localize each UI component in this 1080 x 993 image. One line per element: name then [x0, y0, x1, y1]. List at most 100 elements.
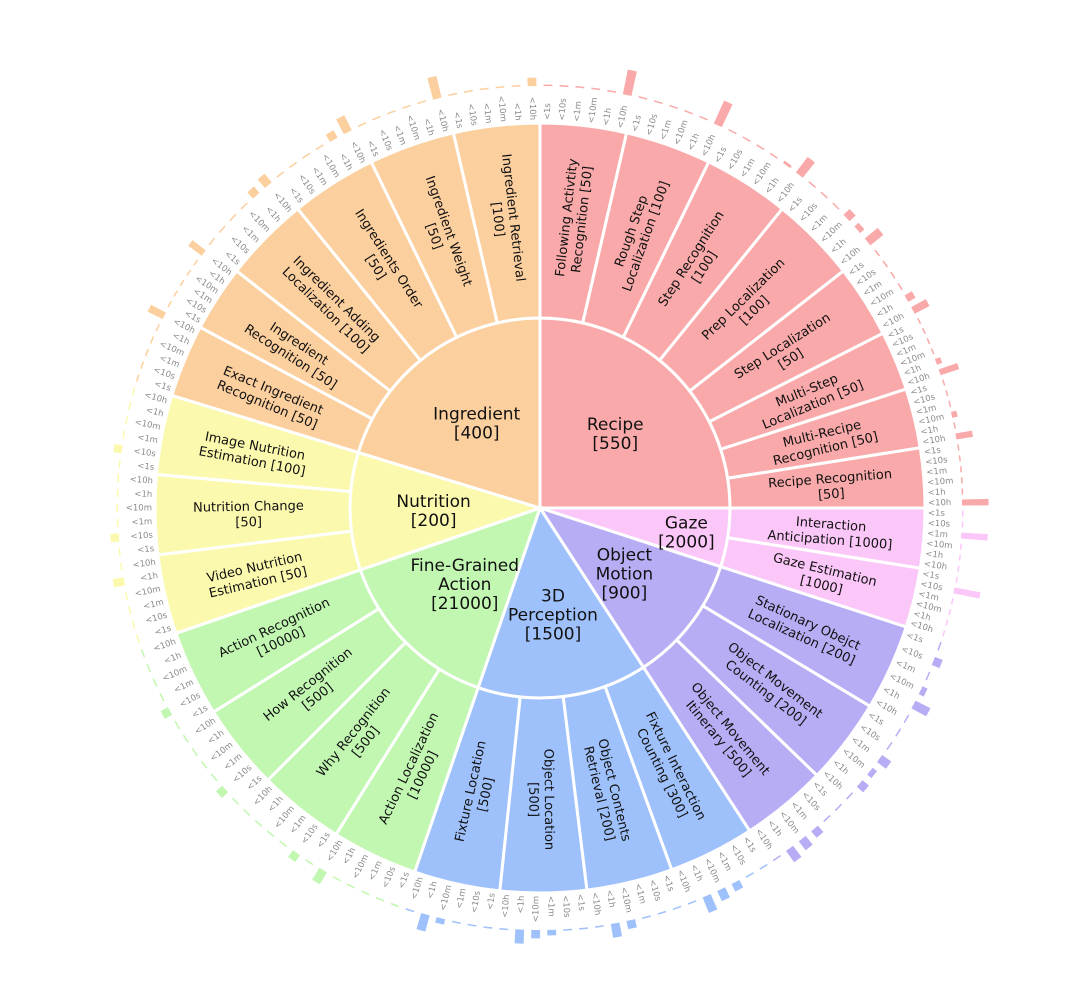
duration-bar: [386, 110, 396, 115]
duration-bar: [942, 379, 946, 386]
tick-label: <1s: [137, 461, 155, 473]
duration-bar: [687, 900, 697, 905]
duration-bars: [110, 69, 989, 944]
tick-label: <10m: [618, 886, 633, 914]
duration-bar: [876, 754, 892, 769]
duration-bar: [240, 202, 248, 210]
duration-bar: [798, 835, 813, 851]
duration-bar: [289, 161, 298, 169]
duration-bar: [772, 855, 781, 862]
duration-bar: [483, 926, 493, 929]
duration-bar: [511, 84, 521, 87]
duration-bar: [193, 259, 199, 266]
duration-bar: [116, 503, 119, 513]
tick-label: <10s: [560, 895, 571, 919]
duration-bar: [699, 115, 708, 121]
duration-bar: [390, 902, 400, 908]
tick-label: <1s: [575, 893, 587, 911]
tick-label: <1s: [137, 544, 155, 556]
tick-label: <10m: [134, 417, 162, 432]
duration-bar: [405, 908, 415, 913]
tick-label: <1s: [486, 892, 498, 911]
duration-bar: [346, 883, 356, 889]
task-slice-ingredient-retrieval[interactable]: [451, 121, 542, 325]
duration-bar: [874, 249, 881, 257]
duration-bar: [215, 785, 229, 798]
tick-label: <1m: [131, 517, 152, 528]
duration-bar: [174, 721, 181, 730]
duration-bar: [131, 620, 136, 629]
duration-bar: [820, 191, 828, 199]
duration-bar: [834, 803, 843, 811]
duration-bar: [843, 208, 856, 222]
duration-bar: [402, 104, 411, 110]
duration-bar: [759, 863, 768, 870]
duration-bar: [372, 115, 381, 121]
category-label-ingredient: Ingredient[400]: [433, 405, 520, 444]
duration-bar: [942, 630, 946, 637]
duration-bar: [243, 808, 251, 817]
duration-bar: [266, 830, 275, 838]
duration-bar: [147, 304, 166, 320]
tick-label: <1h: [163, 651, 183, 667]
tick-label: <1m: [894, 658, 917, 675]
duration-bar: [937, 641, 942, 651]
duration-bar: [960, 532, 988, 541]
tick-label: <1h: [928, 488, 946, 499]
duration-bar: [911, 299, 930, 314]
duration-bar: [856, 780, 869, 793]
duration-bar: [911, 700, 931, 717]
task-label-object-location: Object Location[500]: [525, 749, 556, 851]
tick-label: <1m: [632, 882, 647, 905]
tick-label: <1s: [153, 623, 173, 638]
duration-bar: [607, 89, 617, 93]
duration-bar: [610, 922, 623, 938]
duration-bar: [846, 792, 854, 800]
tick-label: <1s: [451, 111, 464, 130]
tick-label: <1s: [713, 145, 730, 165]
tick-label: <10s: [380, 865, 398, 890]
duration-bar: [957, 444, 960, 451]
duration-bar: [961, 498, 989, 506]
tick-label: <10h: [435, 108, 450, 133]
duration-bar: [742, 136, 751, 142]
duration-bar: [110, 533, 120, 543]
duration-bar: [135, 634, 140, 643]
duration-bar: [959, 466, 962, 473]
tick-label: <1s: [928, 509, 946, 519]
duration-bar: [543, 84, 553, 87]
duration-bar: [882, 260, 888, 268]
tick-label: <1m: [545, 896, 556, 917]
duration-bar: [149, 336, 155, 344]
duration-bar: [117, 474, 120, 483]
duration-bar: [591, 87, 601, 91]
duration-bar: [128, 401, 132, 410]
duration-bar: [769, 152, 778, 159]
duration-bar: [118, 459, 121, 468]
tick-label: <1m: [391, 124, 408, 147]
tick-label: <10h: [589, 892, 602, 917]
tick-label: <1m: [367, 859, 385, 882]
tick-label: <1h: [337, 152, 354, 173]
duration-bar: [684, 110, 694, 115]
tick-label: <10h: [152, 637, 177, 654]
duration-bar: [795, 156, 815, 178]
duration-bar: [657, 910, 667, 915]
duration-bar: [124, 591, 129, 601]
duration-bar: [210, 773, 218, 782]
duration-bar: [904, 291, 916, 302]
tick-label: <10m: [927, 476, 954, 488]
tick-label: <1s: [909, 383, 929, 398]
tick-label: <1s: [153, 379, 173, 394]
duration-bar: [179, 279, 185, 287]
tick-label: <1m: [926, 466, 948, 478]
duration-bar: [575, 85, 585, 89]
duration-bar: [756, 144, 765, 151]
tick-label: <10m: [587, 97, 600, 124]
tick-label: <1s: [921, 569, 940, 582]
duration-bar: [717, 887, 730, 902]
duration-bar: [953, 422, 956, 429]
duration-bar: [925, 671, 931, 681]
